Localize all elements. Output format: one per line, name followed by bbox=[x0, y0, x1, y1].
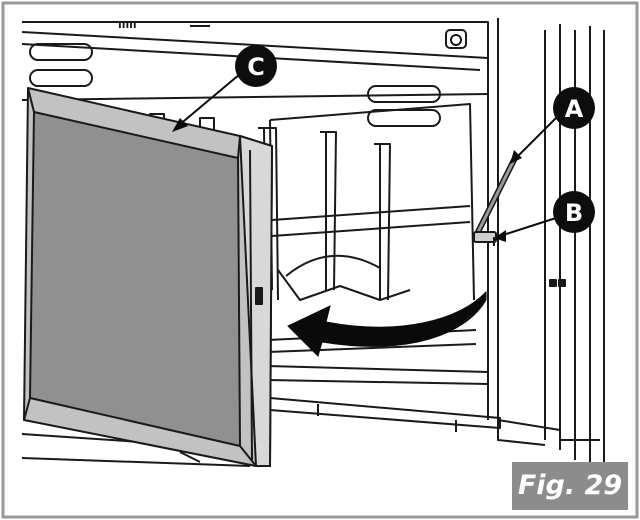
callout-b: B bbox=[494, 191, 595, 242]
pin-b bbox=[473, 231, 497, 243]
door-rod-assembly bbox=[473, 157, 517, 246]
vent-marks: IIIII bbox=[118, 20, 137, 31]
callout-c-label: C bbox=[247, 53, 265, 81]
stove-body bbox=[21, 18, 605, 470]
callout-a: A bbox=[510, 87, 595, 164]
callout-a-label: A bbox=[565, 95, 584, 123]
figure-label: Fig. 29 bbox=[512, 462, 628, 510]
callout-b-label: B bbox=[565, 199, 583, 227]
glass-door bbox=[23, 87, 273, 467]
curved-arrow-icon bbox=[287, 290, 487, 357]
callout-c: C bbox=[172, 45, 277, 132]
